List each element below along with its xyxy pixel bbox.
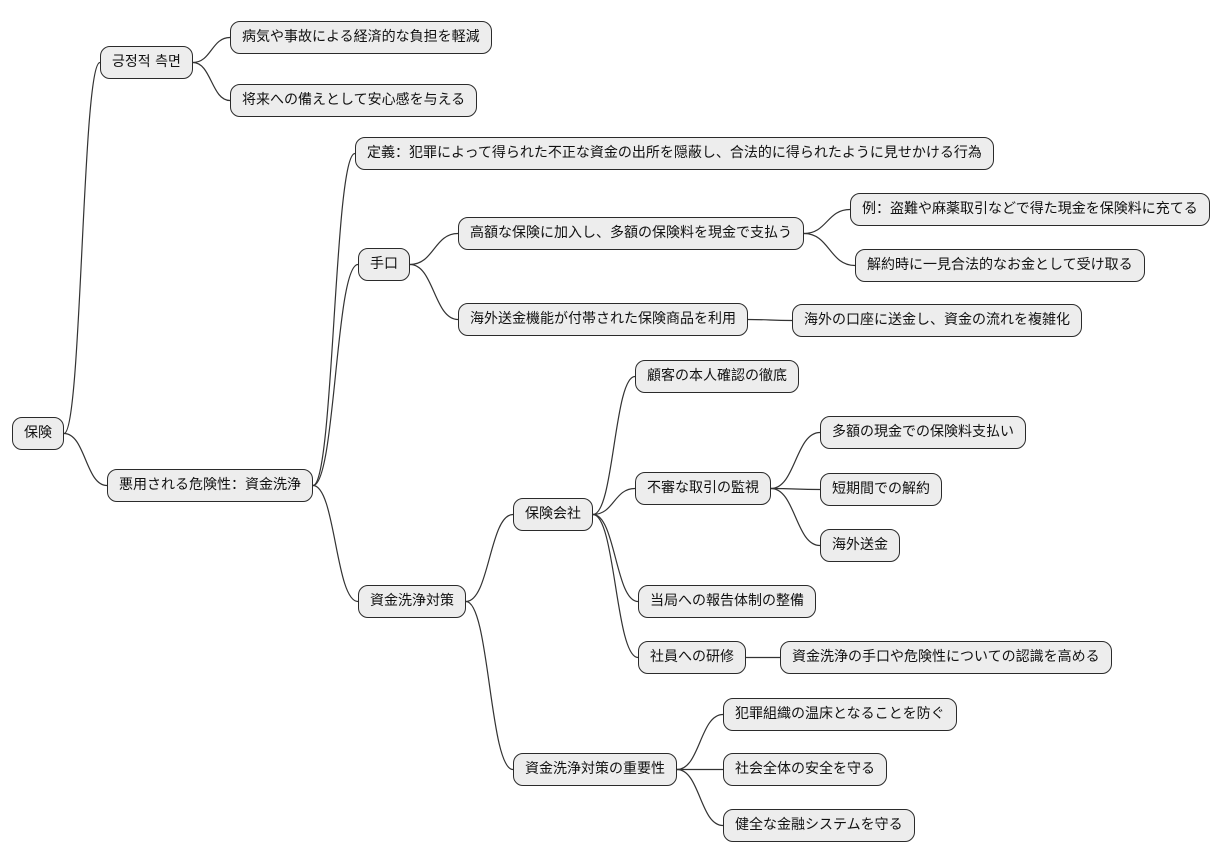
node-misuse-risk-money-laundering: 悪用される危険性：資金洗浄 [107,469,313,502]
node-protect-society: 社会全体の安全を守る [723,753,887,786]
connector-path [312,152,356,487]
node-example-crime-cash: 例：盗難や麻薬取引などで得た現金を保険料に充てる [850,193,1210,226]
node-overseas-remittance-products: 海外送金機能が付帯された保険商品を利用 [458,303,748,336]
connector-path [409,232,459,266]
connector-path [192,61,231,102]
connector-path [465,513,514,603]
node-insurance: 保険 [12,417,64,450]
connector-path [192,36,231,64]
connector-path [409,263,459,321]
connector-path [592,513,639,603]
node-future-security: 将来への備えとして安心感を与える [230,84,478,117]
connector-path [592,513,639,659]
node-prevent-crime-hotbed: 犯罪組織の温床となることを防ぐ [723,698,957,731]
connector-path [770,487,821,491]
node-protect-financial-system: 健全な金融システムを守る [723,809,915,842]
node-suspicious-transaction-monitoring: 不審な取引の監視 [635,472,771,505]
connector-path [63,61,101,435]
connector-path [465,600,514,771]
connector-path [747,318,793,322]
node-overseas-account-transfer: 海外の口座に送金し、資金の流れを複雑化 [792,304,1082,337]
node-employee-training: 社員への研修 [638,641,746,674]
connector-path [803,232,856,267]
node-reduce-financial-burden: 病気や事故による経済的な負担を軽減 [230,21,492,54]
connector-path [592,375,636,516]
node-definition: 定義：犯罪によって得られた不正な資金の出所を隠蔽し、合法的に得られたように見せか… [355,137,994,170]
node-short-term-cancellation: 短期間での解約 [820,473,942,506]
node-customer-identity-verification: 顧客の本人確認の徹底 [635,360,799,393]
connector-path [770,487,821,547]
connector-path [592,487,636,516]
node-insurance-company: 保険会社 [513,498,593,531]
node-large-cash-premium: 多額の現金での保険料支払い [820,416,1026,449]
connector-path [312,484,359,603]
node-aml-measures: 資金洗浄対策 [358,585,466,618]
connector-path [676,768,724,827]
node-aml-importance: 資金洗浄対策の重要性 [513,753,677,786]
connector-path [770,431,821,490]
node-surrender-clean-money: 解約時に一見合法的なお金として受け取る [855,249,1145,282]
node-tactics: 手口 [358,248,410,281]
connector-path [312,263,359,487]
connector-path [63,432,108,487]
node-raise-awareness: 資金洗浄の手口や危険性についての認識を高める [780,641,1112,674]
node-overseas-remittance: 海外送金 [820,529,900,562]
connector-path [676,713,724,771]
node-positive-aspects: 긍정적 측면 [100,46,193,79]
node-reporting-system: 当局への報告体制の整備 [638,585,816,618]
connector-path [803,208,851,235]
node-high-premium-cash-payment: 高額な保険に加入し、多額の保険料を現金で支払う [458,217,804,250]
